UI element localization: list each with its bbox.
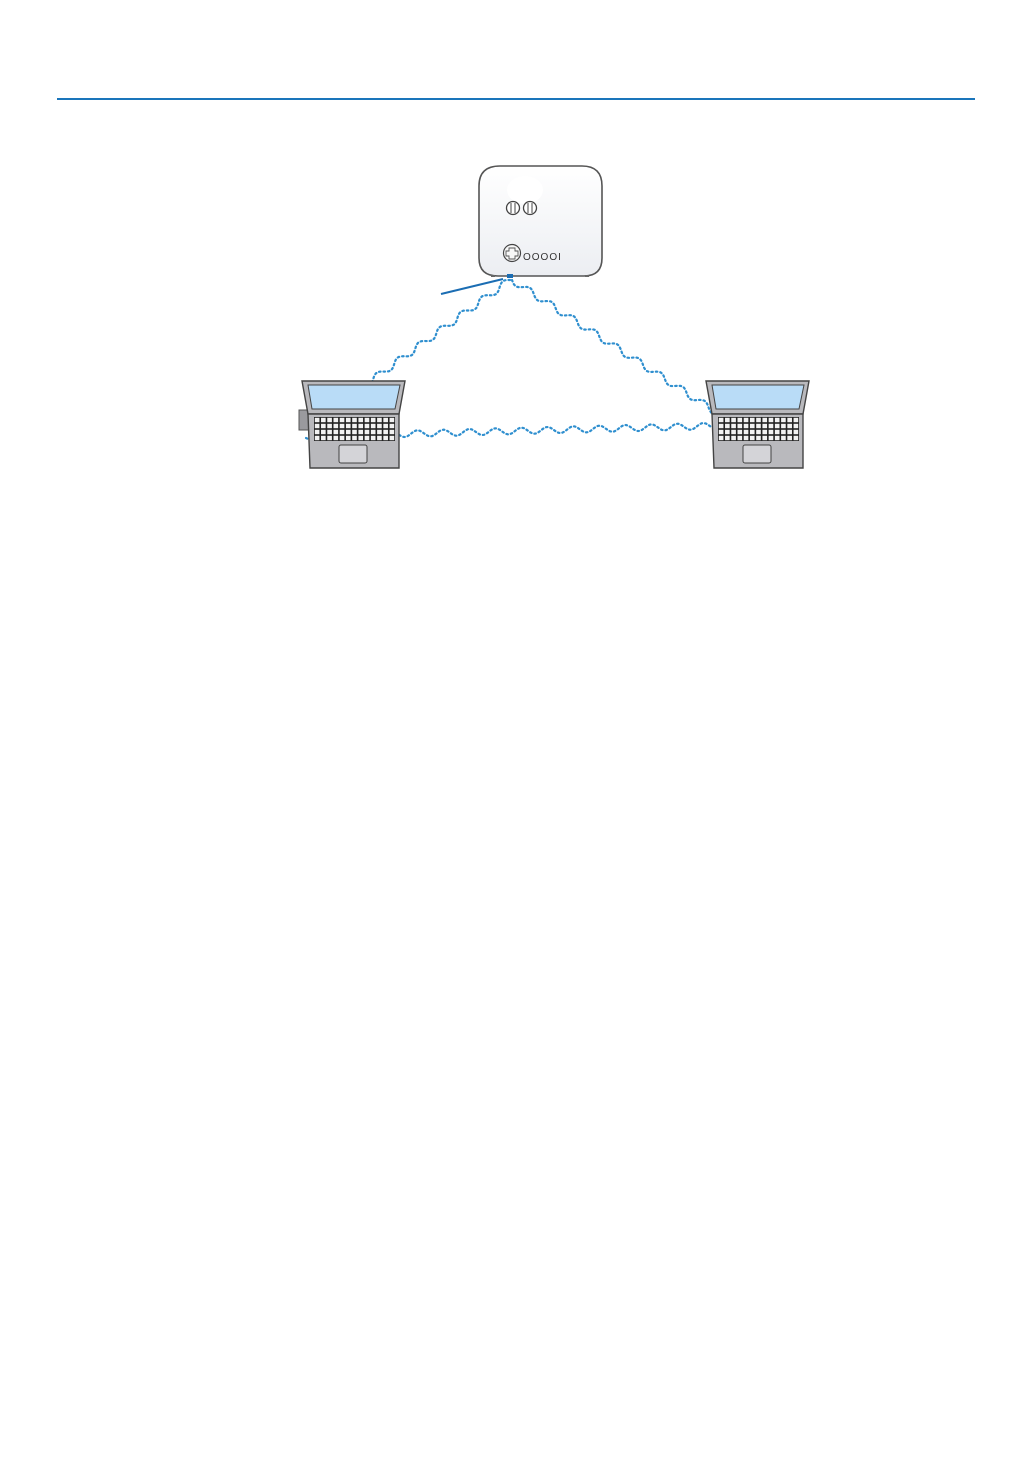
laptop-left-icon <box>299 381 405 468</box>
wireless-network-diagram: OOOOI <box>0 0 1032 520</box>
wireless-link-projector-to-right-laptop <box>512 280 715 414</box>
projector-indicator-label: OOOOI <box>523 252 562 263</box>
projector-icon: OOOOI <box>479 166 602 278</box>
control-pad-icon <box>504 245 521 262</box>
laptop-right-icon <box>706 381 809 468</box>
wireless-antenna-icon <box>507 274 513 278</box>
callout-pointer-line <box>441 279 503 294</box>
